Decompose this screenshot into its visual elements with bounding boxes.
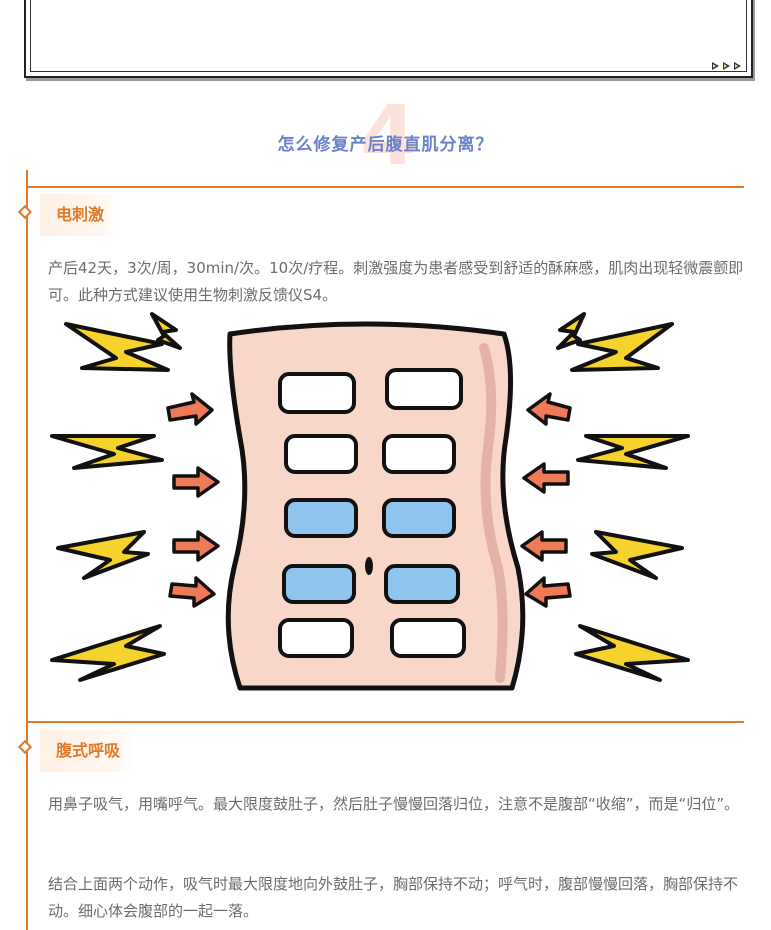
lightning-bolt-icon [556, 312, 586, 350]
lightning-bolt-icon [50, 434, 164, 470]
divider-line [26, 721, 744, 723]
torso-shape [225, 321, 526, 691]
arrow-icon [524, 576, 572, 608]
ab-pad [282, 564, 356, 604]
diamond-marker-icon [17, 204, 33, 220]
section-label-breathing: 腹式呼吸 [40, 730, 137, 772]
arrow-icon [172, 530, 220, 562]
paragraph: 用鼻子吸气，用嘴呼气。最大限度鼓肚子，然后肚子慢慢回落归位，注意不是腹部“收缩”… [48, 795, 740, 813]
triangle-icon [723, 62, 730, 70]
lightning-bolt-icon [56, 530, 150, 580]
lightning-bolt-icon [590, 530, 684, 580]
ab-pad [284, 434, 358, 474]
arrow-icon [526, 392, 572, 426]
timeline-vertical-line [26, 170, 28, 930]
lightning-bolt-icon [576, 434, 690, 470]
triangle-icon [712, 62, 719, 70]
triangle-icon [734, 62, 741, 70]
arrow-icon [172, 466, 220, 498]
ab-pad [278, 618, 354, 658]
ab-pad [384, 564, 460, 604]
ab-pad [382, 498, 456, 538]
ab-pad [390, 618, 466, 658]
arrow-icon [522, 462, 570, 494]
ab-pad [284, 498, 358, 538]
ab-pad [382, 434, 456, 474]
lightning-bolt-icon [50, 624, 166, 682]
diamond-marker-icon [17, 739, 33, 755]
arrow-icon [168, 576, 216, 608]
top-box-inner-border [30, 0, 747, 72]
next-arrows-icon[interactable] [712, 62, 741, 70]
section-number-watermark: 4 [360, 89, 418, 184]
abdomen-illustration [50, 312, 690, 691]
ab-pad [385, 368, 463, 410]
divider-line [26, 186, 744, 188]
navel [365, 557, 373, 575]
lightning-bolt-icon [150, 312, 182, 350]
lightning-bolt-icon [64, 322, 170, 372]
lightning-bolt-icon [570, 322, 674, 372]
paragraph: 产后42天，3次/周，30min/次。10次/疗程。刺激强度为患者感受到舒适的酥… [48, 259, 744, 304]
top-content-box [24, 0, 753, 78]
paragraph: 结合上面两个动作，吸气时最大限度地向外鼓肚子，胸部保持不动；呼气时，腹部慢慢回落… [48, 875, 739, 920]
arrow-icon [520, 530, 568, 562]
lightning-bolt-icon [574, 624, 690, 682]
ab-pad [278, 372, 356, 414]
section-label-electrostim: 电刺激 [40, 194, 121, 236]
torso-shade [479, 343, 508, 683]
arrow-icon [166, 392, 214, 426]
section-title: 怎么修复产后腹直肌分离？ [277, 135, 494, 155]
